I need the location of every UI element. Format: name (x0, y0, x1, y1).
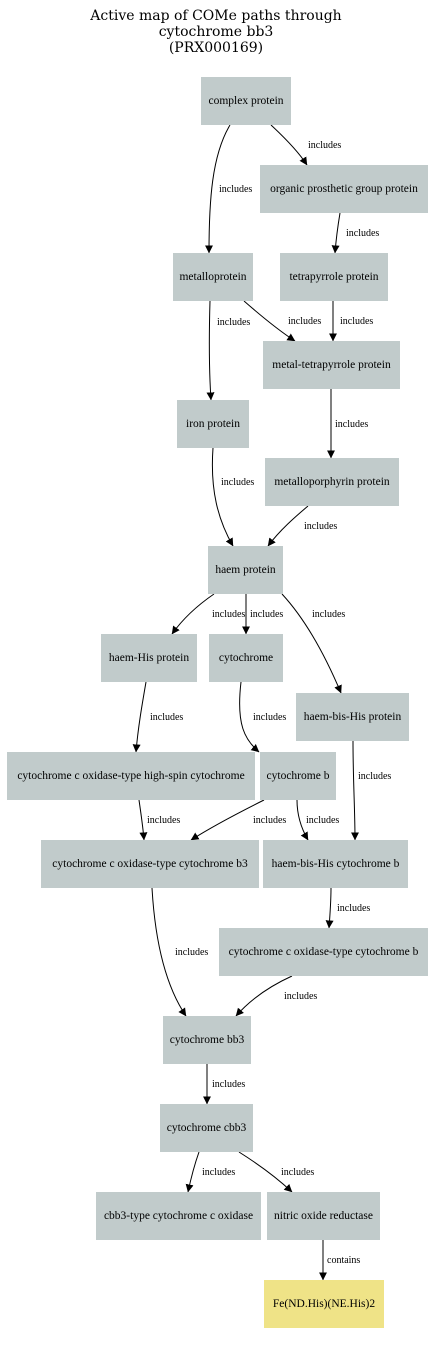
edge-cox_b-to-bb3 (235, 975, 293, 1017)
edge-cbb3-to-nor (238, 1151, 293, 1193)
node-organic: organic prosthetic group protein (260, 165, 428, 213)
node-label: metalloporphyrin protein (274, 476, 390, 488)
edge-label-bb3-to-cbb3: includes (212, 1079, 245, 1090)
edge-label-hbh_cytb-to-cox_b: includes (337, 903, 370, 914)
node-label: cytochrome c oxidase-type cytochrome b3 (52, 858, 248, 870)
edge-label-metallo-to-metaltetra: includes (288, 316, 321, 327)
diagram-title: Active map of COMe paths through cytochr… (66, 8, 366, 56)
node-nor: nitric oxide reductase (267, 1192, 380, 1240)
edge-label-complex-to-organic: includes (308, 140, 341, 151)
edge-label-cox_b3-to-bb3: includes (175, 947, 208, 958)
node-metalloporph: metalloporphyrin protein (265, 458, 399, 506)
edge-label-organic-to-tetrapyrrole: includes (346, 228, 379, 239)
node-cytb: cytochrome b (260, 752, 336, 800)
node-cox_b: cytochrome c oxidase-type cytochrome b (219, 928, 428, 976)
node-label: cytochrome cbb3 (166, 1122, 247, 1134)
title-line-3: (PRX000169) (168, 40, 264, 56)
node-tetrapyrrole: tetrapyrrole protein (280, 253, 388, 301)
node-label: haem-bis-His protein (303, 711, 402, 723)
edge-iron-to-haem (211, 447, 234, 547)
edge-organic-to-tetrapyrrole (331, 212, 341, 254)
edge-label-cytb-to-cox_b3: includes (253, 815, 286, 826)
node-iron: iron protein (177, 400, 249, 448)
node-label: cytochrome b (266, 770, 330, 782)
edge-complex-to-organic (270, 124, 308, 166)
node-haembishis: haem-bis-His protein (296, 693, 409, 741)
edge-cbb3-to-cbb3ox (185, 1151, 200, 1193)
edge-label-cytb-to-hbh_cytb: includes (306, 815, 339, 826)
edge-label-haemhis-to-cox_hs: includes (150, 712, 183, 723)
node-cbb3: cytochrome cbb3 (160, 1104, 253, 1152)
node-fe: Fe(ND.His)(NE.His)2 (264, 1280, 384, 1328)
edge-label-cytochrome-to-cytb: includes (253, 712, 286, 723)
title-line-2: cytochrome bb3 (158, 24, 274, 40)
node-cox_hs: cytochrome c oxidase-type high-spin cyto… (7, 752, 255, 800)
node-haemhis: haem-His protein (101, 634, 197, 682)
edge-label-haem-to-cytochrome: includes (250, 609, 283, 620)
edge-label-metaltetra-to-metalloporph: includes (335, 419, 368, 430)
edge-label-cox_hs-to-cox_b3: includes (147, 815, 180, 826)
node-label: organic prosthetic group protein (270, 183, 418, 195)
edge-cox_b3-to-bb3 (151, 887, 187, 1017)
edge-haemhis-to-cox_hs (132, 681, 147, 753)
edge-label-cbb3-to-nor: includes (281, 1167, 314, 1178)
node-label: haem-His protein (108, 652, 190, 664)
node-label: complex protein (208, 95, 284, 107)
edge-label-cox_b-to-bb3: includes (284, 991, 317, 1002)
edge-label-nor-to-fe: contains (327, 1255, 360, 1266)
node-label: haem protein (215, 564, 276, 576)
edge-label-iron-to-haem: includes (221, 477, 254, 488)
node-label: cytochrome bb3 (169, 1034, 245, 1046)
edge-label-tetrapyrrole-to-metaltetra: includes (340, 316, 373, 327)
node-metaltetra: metal-tetrapyrrole protein (263, 341, 400, 389)
node-metallo: metalloprotein (173, 253, 253, 301)
node-label: cytochrome c oxidase-type cytochrome b (228, 946, 419, 958)
edge-haem-to-haemhis (171, 593, 215, 635)
node-label: cytochrome c oxidase-type high-spin cyto… (17, 770, 245, 782)
node-hbh_cytb: haem-bis-His cytochrome b (263, 840, 408, 888)
edge-cytb-to-hbh_cytb (296, 799, 309, 841)
edge-metallo-to-iron (206, 300, 215, 401)
edge-haembishis-to-hbh_cytb (350, 740, 359, 841)
edge-metalloporph-to-haem (267, 505, 309, 547)
node-label: metalloprotein (179, 271, 247, 283)
node-label: cytochrome (218, 652, 274, 664)
edge-label-cbb3-to-cbb3ox: includes (202, 1167, 235, 1178)
node-label: haem-bis-His cytochrome b (271, 858, 400, 870)
node-label: metal-tetrapyrrole protein (272, 359, 391, 371)
edge-label-haembishis-to-hbh_cytb: includes (358, 771, 391, 782)
edge-complex-to-metallo (205, 124, 231, 254)
node-cytochrome: cytochrome (209, 634, 283, 682)
node-bb3: cytochrome bb3 (163, 1016, 251, 1064)
edge-label-haem-to-haemhis: includes (212, 609, 245, 620)
node-label: iron protein (186, 418, 240, 430)
node-label: tetrapyrrole protein (289, 271, 379, 283)
title-line-1: Active map of COMe paths through (90, 8, 342, 24)
node-label: nitric oxide reductase (274, 1210, 373, 1222)
node-cbb3ox: cbb3-type cytochrome c oxidase (96, 1192, 261, 1240)
node-complex: complex protein (201, 77, 291, 125)
edge-label-metalloporph-to-haem: includes (304, 521, 337, 532)
edge-cox_hs-to-cox_b3 (138, 799, 148, 841)
edge-metallo-to-metaltetra (243, 300, 296, 342)
edge-label-haem-to-haembishis: includes (312, 609, 345, 620)
node-label: Fe(ND.His)(NE.His)2 (272, 1298, 376, 1310)
edge-haem-to-haembishis (281, 593, 342, 694)
edge-cytochrome-to-cytb (239, 681, 260, 753)
node-label: cbb3-type cytochrome c oxidase (103, 1210, 254, 1222)
node-haem: haem protein (208, 546, 283, 594)
edge-label-metallo-to-iron: includes (217, 317, 250, 328)
node-cox_b3: cytochrome c oxidase-type cytochrome b3 (41, 840, 259, 888)
edge-label-complex-to-metallo: includes (219, 184, 252, 195)
edge-cytb-to-cox_b3 (190, 799, 265, 841)
edge-hbh_cytb-to-cox_b (325, 887, 334, 929)
